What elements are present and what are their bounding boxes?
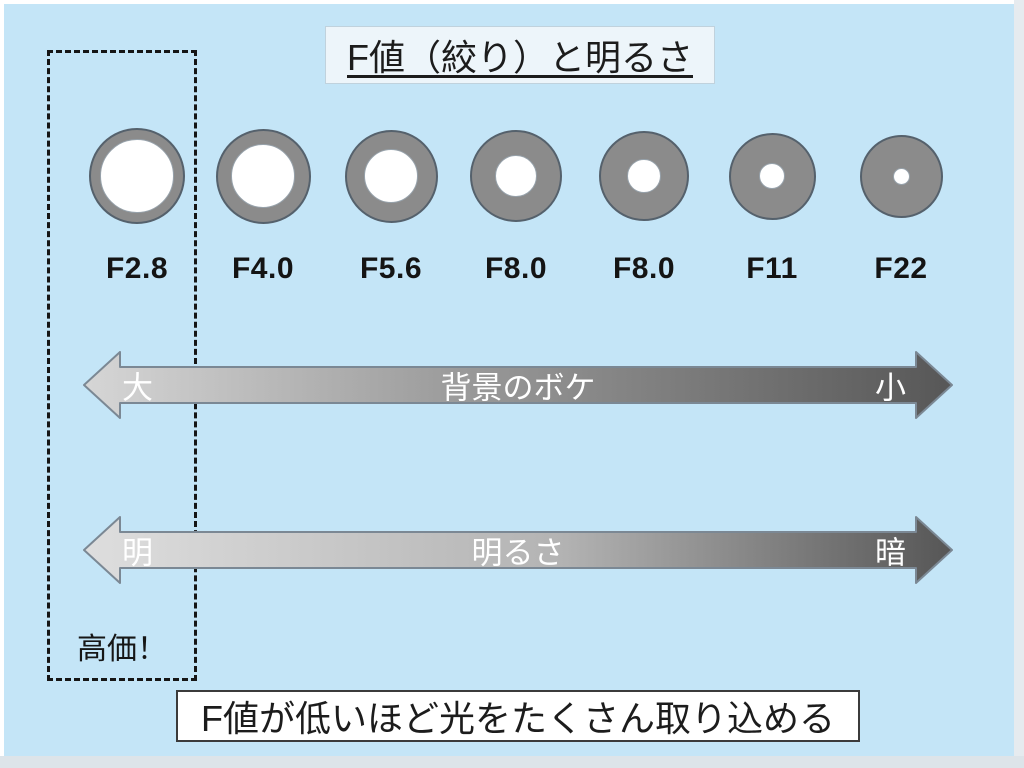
aperture-label: F11 [746, 252, 798, 285]
title-box: F値（絞り）と明るさ [325, 26, 715, 84]
slide-background: F値（絞り）と明るさ F2.8 F4.0 F5.6 F8.0 F8.0 F11 F22 大 … [4, 4, 1014, 756]
aperture-opening [100, 139, 174, 213]
aperture-circle-5 [599, 131, 689, 221]
aperture-circle-4 [470, 130, 562, 222]
aperture-opening [759, 163, 785, 189]
right-edge-strip [1014, 0, 1024, 768]
brightness-arrow: 明 明るさ 暗 [82, 516, 954, 584]
double-arrow-shape [83, 516, 953, 584]
bottom-banner-text: F値が低いほど光をたくさん取り込める [201, 698, 835, 739]
aperture-opening [231, 144, 295, 208]
bottom-banner: F値が低いほど光をたくさん取り込める [176, 690, 860, 742]
aperture-circle-7 [859, 134, 943, 218]
aperture-label: F4.0 [231, 252, 295, 285]
aperture-opening [364, 149, 418, 203]
aperture-circle-3 [344, 129, 438, 223]
aperture-circle-6 [728, 132, 816, 220]
aperture-label: F22 [874, 252, 928, 285]
expensive-note: 高価！ [77, 633, 167, 666]
aperture-circle-2 [215, 128, 311, 224]
aperture-opening [627, 159, 661, 193]
double-arrow-shape [83, 351, 953, 419]
expensive-highlight-box [47, 50, 197, 681]
bokeh-arrow: 大 背景のボケ 小 [82, 351, 954, 419]
aperture-circle-1 [89, 128, 185, 224]
page-title: F値（絞り）と明るさ [347, 37, 693, 78]
aperture-label: F2.8 [105, 252, 169, 285]
aperture-label: F8.0 [484, 252, 548, 285]
aperture-opening [495, 155, 537, 197]
aperture-label: F8.0 [612, 252, 676, 285]
bottom-edge-strip [0, 756, 1024, 768]
aperture-label: F5.6 [359, 252, 423, 285]
aperture-opening [892, 167, 910, 185]
